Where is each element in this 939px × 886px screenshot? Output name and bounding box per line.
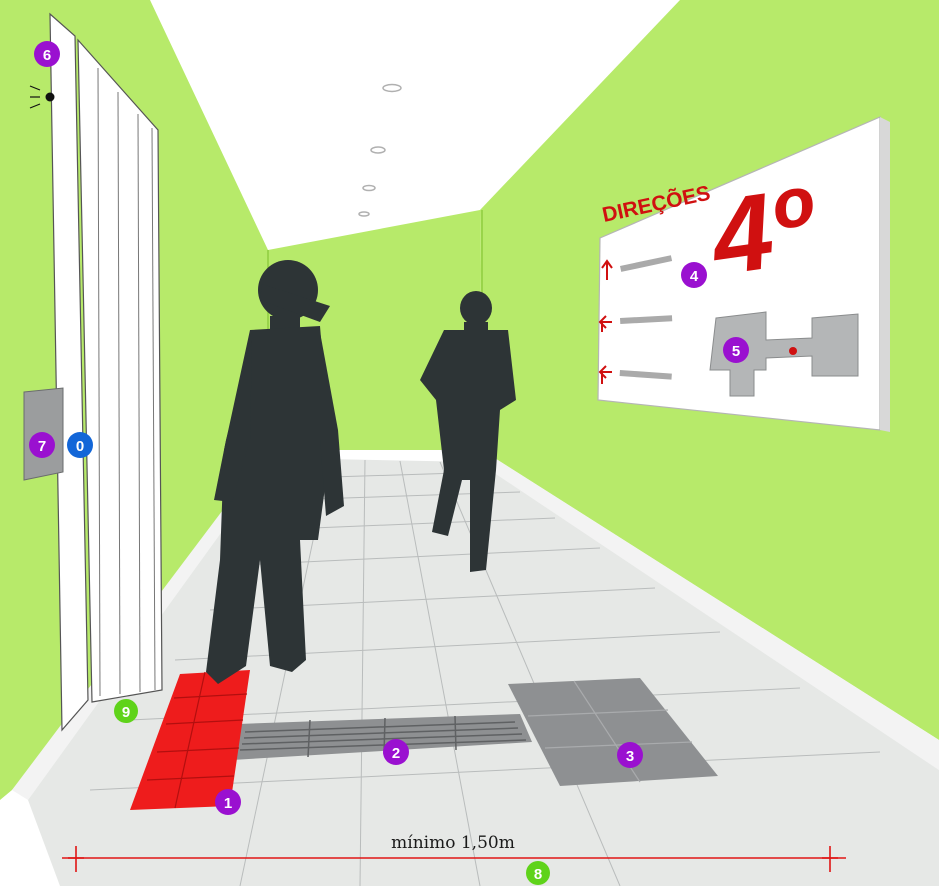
svg-text:2: 2 xyxy=(392,745,400,762)
svg-text:3: 3 xyxy=(626,748,634,765)
svg-text:9: 9 xyxy=(122,704,130,721)
width-dimension-label: mínimo 1,50m xyxy=(391,833,515,853)
marker-8: 8 xyxy=(526,861,550,885)
marker-4: 4 xyxy=(681,262,707,288)
svg-text:5: 5 xyxy=(732,343,740,360)
svg-text:7: 7 xyxy=(38,438,46,455)
marker-6: 6 xyxy=(34,41,60,67)
svg-text:8: 8 xyxy=(534,866,542,883)
marker-1: 1 xyxy=(215,789,241,815)
marker-3: 3 xyxy=(617,742,643,768)
svg-text:6: 6 xyxy=(43,47,51,64)
svg-text:0: 0 xyxy=(76,438,84,455)
marker-7: 7 xyxy=(29,432,55,458)
marker-9: 9 xyxy=(114,699,138,723)
svg-text:1: 1 xyxy=(224,795,232,812)
marker-2: 2 xyxy=(383,739,409,765)
svg-text:4: 4 xyxy=(690,268,699,285)
marker-0: 0 xyxy=(67,432,93,458)
marker-5: 5 xyxy=(723,337,749,363)
you-are-here-dot xyxy=(789,347,797,355)
